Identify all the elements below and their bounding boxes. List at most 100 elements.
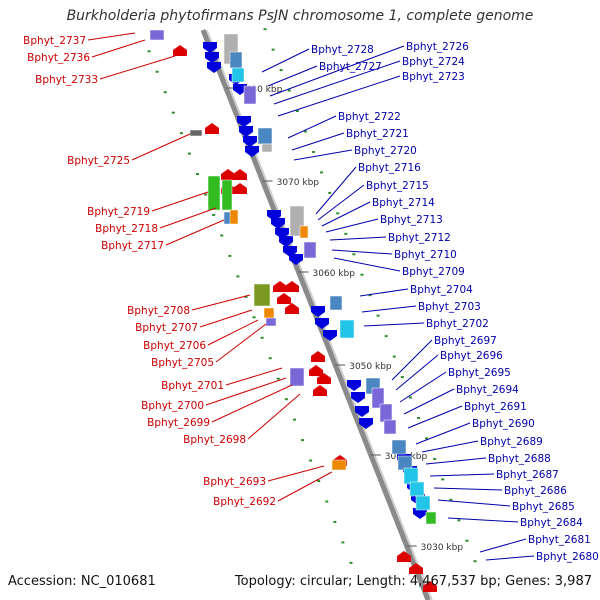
gene-label-right: Bphyt_2727 bbox=[319, 61, 382, 73]
gene-label-right-leader bbox=[403, 388, 455, 415]
forward-gene-arrow bbox=[285, 303, 299, 314]
guide-dot bbox=[317, 480, 321, 483]
forward-gene-arrow bbox=[313, 385, 327, 396]
gene-label-right-leader bbox=[267, 65, 318, 87]
guide-dot bbox=[392, 355, 396, 358]
guide-dot bbox=[400, 376, 404, 379]
cog-gene-block bbox=[207, 175, 221, 211]
forward-gene-arrow bbox=[173, 45, 187, 56]
gene-label-right-leader bbox=[261, 48, 310, 73]
gene-label-right-leader bbox=[429, 473, 495, 477]
guide-dot bbox=[295, 110, 299, 113]
cog-gene-block bbox=[303, 241, 317, 259]
gene-label-right: Bphyt_2721 bbox=[346, 128, 409, 140]
gene-label-left: Bphyt_2733 bbox=[35, 74, 98, 86]
cog-gene-block bbox=[189, 129, 203, 137]
cog-gene-block bbox=[253, 283, 271, 307]
reverse-gene-arrow bbox=[315, 318, 329, 329]
gene-label-right: Bphyt_2704 bbox=[410, 284, 473, 296]
guide-dot bbox=[344, 232, 348, 235]
forward-gene-arrow bbox=[409, 563, 423, 574]
guide-dot bbox=[349, 561, 353, 564]
forward-gene-arrow bbox=[285, 281, 299, 292]
gene-label-left-leader bbox=[205, 377, 287, 406]
gene-label-right: Bphyt_2691 bbox=[464, 401, 527, 413]
cog-gene-block bbox=[409, 481, 425, 497]
guide-dot bbox=[341, 541, 345, 544]
gene-label-right-leader bbox=[391, 339, 433, 381]
guide-dot bbox=[244, 295, 248, 298]
cog-gene-block bbox=[149, 29, 165, 41]
gene-label-right: Bphyt_2710 bbox=[394, 249, 457, 261]
reverse-gene-arrow bbox=[243, 136, 257, 147]
scale-label: 3060 kbp bbox=[313, 269, 356, 279]
gene-label-right-leader bbox=[447, 517, 519, 523]
cog-gene-block bbox=[391, 439, 407, 455]
reverse-gene-arrow bbox=[323, 330, 337, 341]
guide-dot bbox=[212, 214, 216, 217]
gene-label-right: Bphyt_2715 bbox=[366, 180, 429, 192]
gene-label-right: Bphyt_2694 bbox=[456, 384, 519, 396]
gene-label-right: Bphyt_2686 bbox=[504, 485, 567, 497]
cog-gene-block bbox=[229, 51, 243, 69]
guide-dot bbox=[301, 439, 305, 442]
forward-gene-arrow bbox=[309, 365, 323, 376]
guide-dot bbox=[155, 70, 159, 73]
guide-dot bbox=[417, 416, 421, 419]
cog-gene-block bbox=[329, 295, 343, 311]
guide-dot bbox=[449, 498, 453, 501]
cog-gene-block bbox=[261, 143, 273, 153]
reverse-gene-arrow bbox=[203, 42, 217, 53]
cog-gene-block bbox=[243, 85, 257, 105]
gene-label-right-leader bbox=[293, 149, 353, 161]
cog-gene-block bbox=[383, 419, 397, 435]
gene-label-left: Bphyt_2698 bbox=[183, 434, 246, 446]
gene-label-left-leader bbox=[267, 465, 325, 482]
cog-gene-block bbox=[231, 67, 245, 83]
gene-label-left-leader bbox=[99, 55, 176, 80]
forward-gene-arrow bbox=[423, 581, 437, 592]
reverse-gene-arrow bbox=[207, 62, 221, 73]
gene-label-right-leader bbox=[415, 422, 471, 445]
guide-dot bbox=[287, 89, 291, 92]
gene-label-right: Bphyt_2723 bbox=[402, 71, 465, 83]
guide-dot bbox=[271, 48, 275, 51]
gene-label-left-leader bbox=[87, 32, 136, 41]
guide-dot bbox=[236, 275, 240, 278]
guide-dot bbox=[309, 459, 313, 462]
map-title: Burkholderia phytofirmans PsJN chromosom… bbox=[66, 8, 534, 24]
gene-label-right-leader bbox=[359, 288, 409, 297]
guide-dot bbox=[279, 69, 283, 72]
guide-dot bbox=[384, 335, 388, 338]
reverse-gene-arrow bbox=[359, 418, 373, 429]
gene-label-right-leader bbox=[315, 166, 357, 215]
scale-label: 3070 kbp bbox=[277, 178, 320, 188]
gene-label-left: Bphyt_2693 bbox=[203, 476, 266, 488]
gene-label-left-leader bbox=[131, 133, 191, 161]
guide-dot bbox=[204, 193, 208, 196]
cog-gene-block bbox=[339, 319, 355, 339]
cog-gene-block bbox=[371, 387, 385, 409]
gene-label-right: Bphyt_2724 bbox=[402, 56, 465, 68]
gene-label-right-leader bbox=[325, 218, 379, 233]
gene-label-right-leader bbox=[287, 115, 337, 139]
gene-label-right: Bphyt_2726 bbox=[406, 41, 469, 53]
gene-label-right-leader bbox=[425, 457, 487, 465]
guide-dot bbox=[263, 28, 267, 31]
guide-dot bbox=[292, 418, 296, 421]
guide-dot bbox=[360, 273, 364, 276]
gene-label-left: Bphyt_2718 bbox=[95, 223, 158, 235]
gene-label-left-leader bbox=[165, 219, 225, 246]
forward-gene-arrow bbox=[277, 293, 291, 304]
guide-dot bbox=[163, 91, 167, 94]
gene-label-right: Bphyt_2690 bbox=[472, 418, 535, 430]
gene-label-left: Bphyt_2701 bbox=[161, 380, 224, 392]
cog-gene-block bbox=[263, 307, 275, 319]
gene-label-left-leader bbox=[215, 323, 267, 363]
reverse-gene-arrow bbox=[205, 52, 219, 63]
gene-label-left: Bphyt_2708 bbox=[127, 305, 190, 317]
forward-gene-arrow bbox=[233, 183, 247, 194]
reverse-gene-arrow bbox=[351, 392, 365, 403]
gene-label-left: Bphyt_2705 bbox=[151, 357, 214, 369]
